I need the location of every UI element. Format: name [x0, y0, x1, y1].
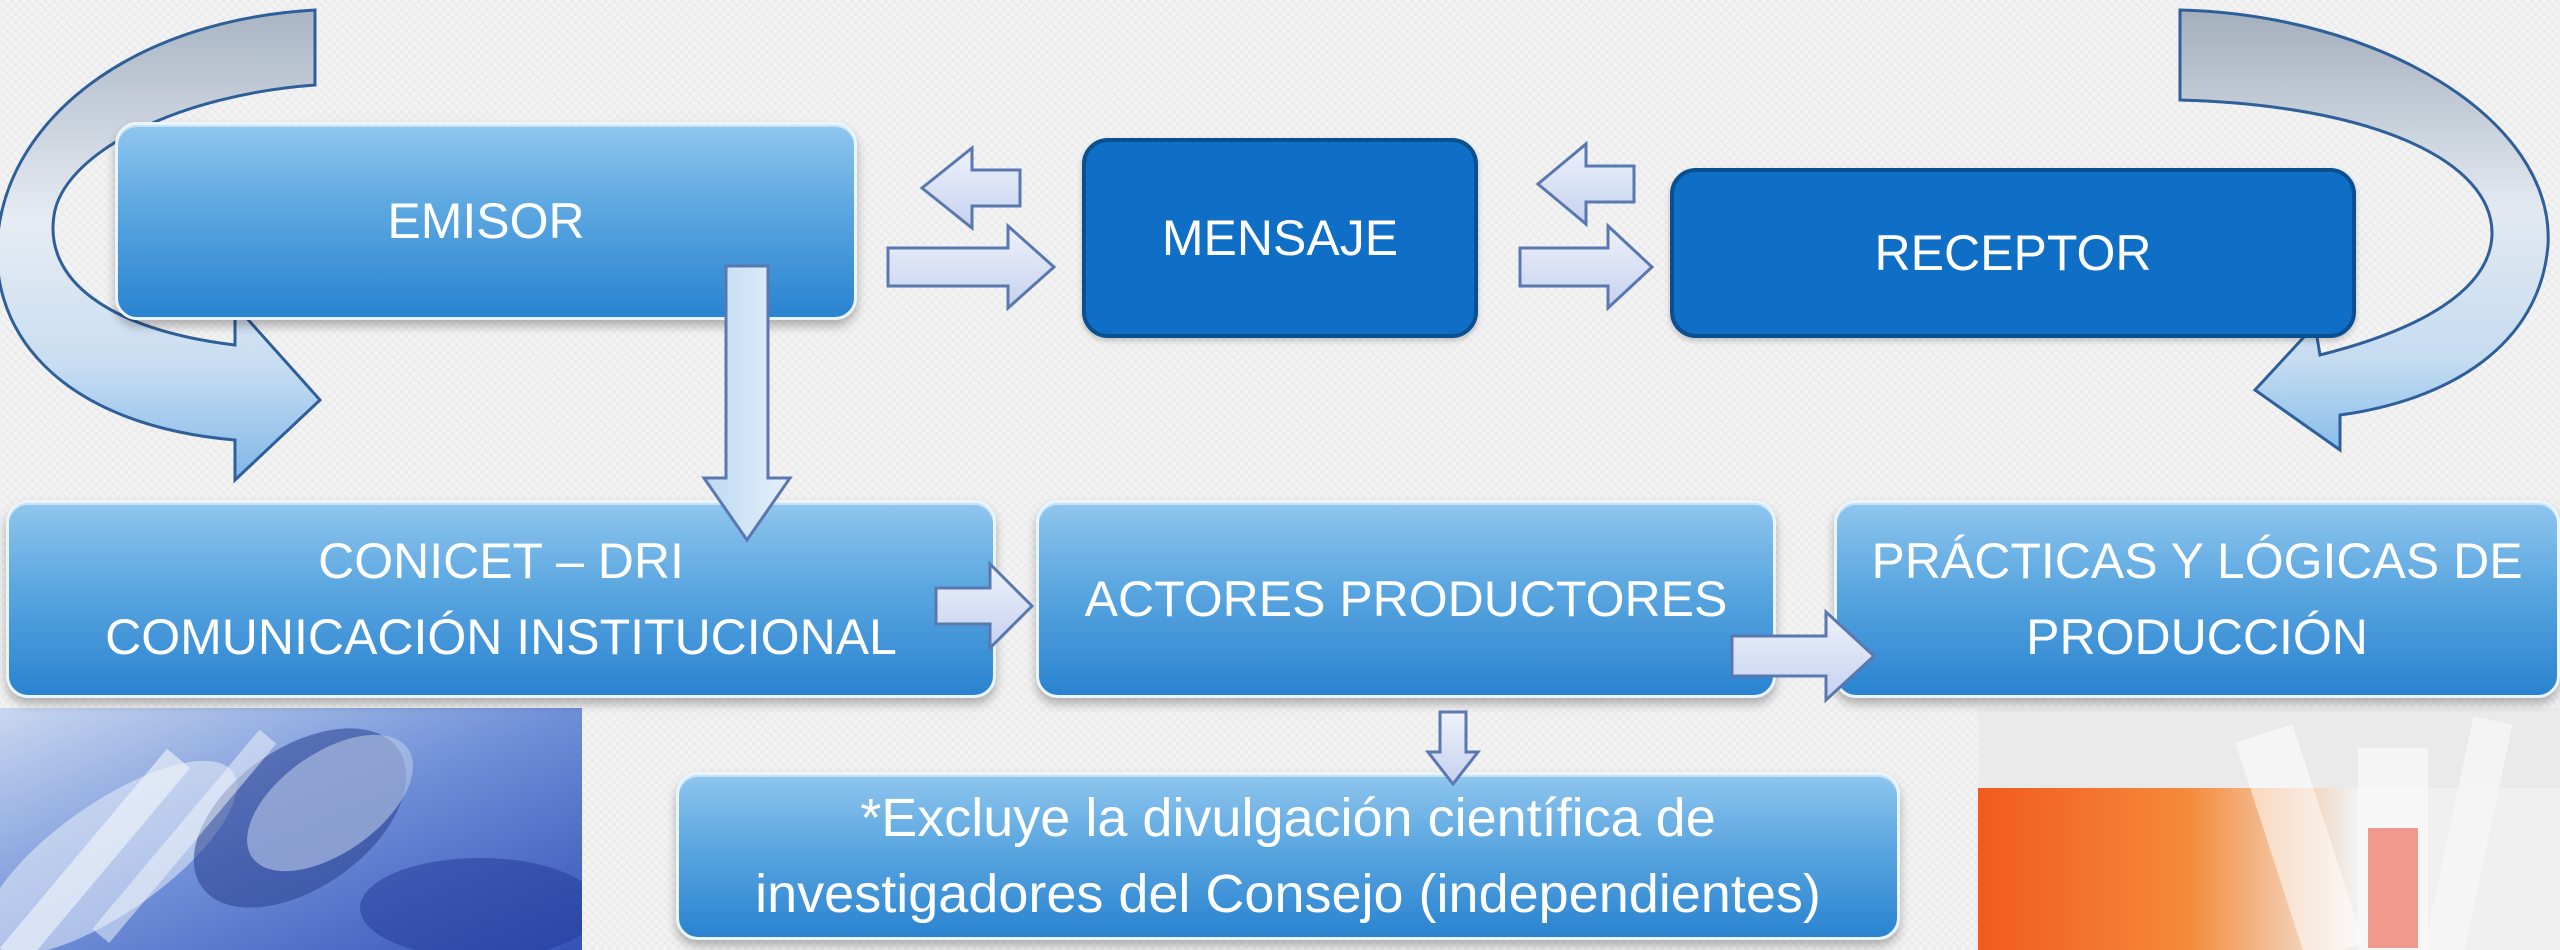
mensaje-label: MENSAJE	[1161, 210, 1399, 266]
arrow-down-icon	[701, 264, 793, 543]
test-tubes-icon	[1978, 708, 2560, 950]
arrow-down-icon	[1424, 710, 1482, 787]
mensaje-box: MENSAJE	[1082, 138, 1478, 338]
arrow-left-icon	[1535, 140, 1636, 228]
conicet-box: CONICET – DRI COMUNICACIÓN INSTITUCIONAL	[6, 500, 996, 698]
receptor-box: RECEPTOR	[1670, 168, 2356, 338]
arrow-right-icon	[1730, 608, 1877, 704]
note-line2: investigadores del Consejo (independient…	[755, 864, 1821, 924]
practicas-label-line1: PRÁCTICAS Y LÓGICAS DE	[1871, 533, 2523, 589]
arrow-right-icon	[886, 222, 1057, 312]
curved-arrow-right-icon	[2178, 8, 2550, 453]
arrow-right-icon	[1518, 222, 1655, 312]
receptor-label: RECEPTOR	[1874, 225, 2152, 281]
practicas-label-line2: PRODUCCIÓN	[2026, 609, 2368, 665]
lab-glassware-icon	[0, 708, 582, 950]
practicas-box: PRÁCTICAS Y LÓGICAS DE PRODUCCIÓN	[1834, 500, 2560, 698]
emisor-label: EMISOR	[387, 193, 585, 249]
arrow-left-icon	[919, 144, 1022, 232]
test-tubes-image	[1978, 708, 2560, 950]
lab-glassware-image	[0, 708, 582, 950]
note-box: *Excluye la divulgación científica de in…	[676, 772, 1900, 940]
conicet-label-line1: CONICET – DRI	[318, 533, 684, 589]
conicet-label-line2: COMUNICACIÓN INSTITUCIONAL	[105, 609, 897, 665]
actores-label: ACTORES PRODUCTORES	[1084, 571, 1728, 627]
actores-box: ACTORES PRODUCTORES	[1036, 500, 1776, 698]
arrow-right-icon	[934, 560, 1035, 652]
note-line1: *Excluye la divulgación científica de	[860, 788, 1716, 848]
curved-arrow-left-icon	[0, 8, 323, 484]
